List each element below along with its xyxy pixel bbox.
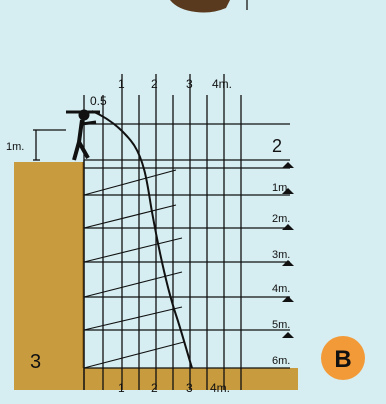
top-tick-0-5: 0.5 [90, 94, 107, 108]
height-marker [33, 129, 66, 161]
bottom-tick-3: 3 [186, 381, 193, 395]
right-label-5m: 5m. [272, 319, 290, 331]
top-tick-2: 2 [151, 77, 158, 91]
right-label-2: 2 [272, 136, 282, 156]
top-tick-3: 3 [186, 77, 193, 91]
depth-triangle-2 [282, 224, 294, 230]
right-label-1m: 1m. [272, 182, 290, 194]
badge-circle [321, 336, 365, 380]
measurement-grid [83, 74, 290, 390]
right-label-4m: 4m. [272, 283, 290, 295]
zigzag-line-4 [83, 306, 183, 331]
zigzag-line-5 [83, 341, 185, 369]
depth-triangle-1 [282, 188, 294, 194]
zigzag-drop-lines [83, 169, 185, 369]
bottom-tick-2: 2 [151, 381, 158, 395]
top-rock-fragment [170, 0, 230, 13]
zigzag-line-0 [83, 169, 177, 196]
depth-triangle-markers [282, 162, 294, 338]
right-label-2m: 2m. [272, 213, 290, 225]
depth-triangle-3 [282, 260, 294, 266]
right-label-3m: 3m. [272, 249, 290, 261]
depth-triangle-5 [282, 332, 294, 338]
cliff-top-ledge [14, 162, 84, 170]
depth-triangle-0 [282, 162, 294, 168]
zigzag-line-2 [83, 237, 183, 263]
bottom-tick-1: 1 [118, 381, 125, 395]
diver-figure-icon [66, 109, 100, 161]
depth-triangle-4 [282, 296, 294, 302]
zigzag-line-1 [83, 204, 177, 229]
cliff-body [14, 168, 84, 390]
height-marker-label: 1m. [6, 141, 24, 153]
top-tick-1: 1 [118, 77, 125, 91]
trajectory-curve [91, 110, 193, 369]
right-label-6m: 6m. [272, 355, 290, 367]
bottom-tick-4m: 4m. [210, 381, 230, 395]
zone-label-3: 3 [30, 351, 41, 373]
badge-label: B [334, 346, 351, 373]
top-tick-4m: 4m. [212, 77, 232, 91]
